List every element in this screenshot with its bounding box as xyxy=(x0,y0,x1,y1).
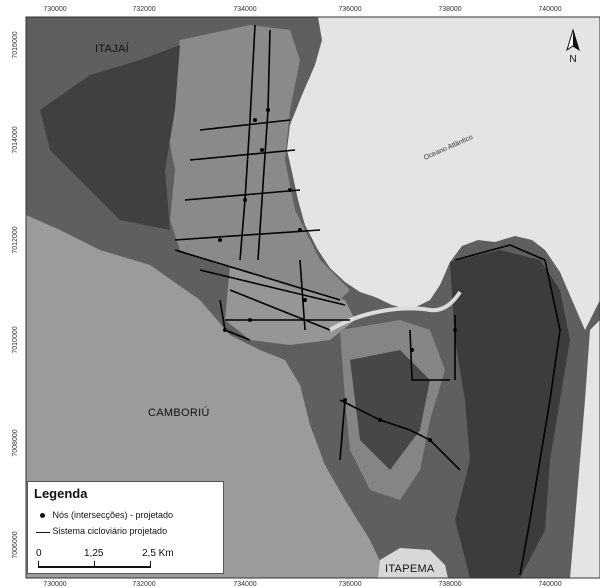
ocean-east xyxy=(570,320,600,578)
urban-central xyxy=(225,265,355,345)
scale-label-2: 2,5 Km xyxy=(142,548,174,559)
x-tick-top-4: 736000 xyxy=(338,6,361,13)
y-tick-4: 7010000 xyxy=(12,326,19,353)
north-label: N xyxy=(569,54,576,65)
x-axis-bottom: 730000 732000 734000 736000 738000 74000… xyxy=(43,581,561,588)
dot-icon xyxy=(36,512,50,520)
y-tick-1: 7016000 xyxy=(12,31,19,58)
label-camboriu: CAMBORIÚ xyxy=(148,406,210,419)
river xyxy=(328,290,462,332)
x-axis-top: 730000 732000 734000 736000 738000 74000… xyxy=(43,6,561,13)
y-tick-3: 7012000 xyxy=(12,226,19,253)
legend-nodes-label: Nós (intersecções) - projetado xyxy=(52,510,174,520)
scale-label-0: 0 xyxy=(36,548,42,559)
x-tick-bottom-1: 730000 xyxy=(43,581,66,588)
forest-east xyxy=(450,250,570,578)
scale-tick-2 xyxy=(150,561,151,568)
forest-west xyxy=(40,45,180,230)
x-tick-bottom-2: 732000 xyxy=(132,581,155,588)
legend: Legenda Nós (intersecções) - projetado S… xyxy=(27,481,224,574)
legend-title: Legenda xyxy=(34,486,88,501)
x-tick-bottom-5: 738000 xyxy=(438,581,461,588)
itapema-land xyxy=(378,548,448,578)
north-arrow-icon: N xyxy=(566,28,580,65)
scale-tick-0 xyxy=(38,561,39,568)
y-axis-left: 7016000 7014000 7012000 7010000 7008000 … xyxy=(12,31,19,558)
legend-network: Sistema cicloviário projetado xyxy=(36,526,167,536)
bike-network xyxy=(174,24,561,576)
y-tick-6: 7006000 xyxy=(12,531,19,558)
line-icon xyxy=(36,528,50,536)
x-tick-top-6: 740000 xyxy=(538,6,561,13)
x-tick-top-5: 738000 xyxy=(438,6,461,13)
x-tick-top-2: 732000 xyxy=(132,6,155,13)
legend-nodes: Nós (intersecções) - projetado xyxy=(36,510,173,520)
x-tick-bottom-4: 736000 xyxy=(338,581,361,588)
label-itapema: ITAPEMA xyxy=(385,563,435,575)
node-dots xyxy=(218,108,457,442)
map-border xyxy=(25,16,600,579)
y-tick-2: 7014000 xyxy=(12,126,19,153)
x-tick-top-1: 730000 xyxy=(43,6,66,13)
x-tick-top-3: 734000 xyxy=(233,6,256,13)
x-tick-bottom-3: 734000 xyxy=(233,581,256,588)
scale-tick-1 xyxy=(94,561,95,568)
ocean-area xyxy=(287,17,600,330)
forest-middle xyxy=(350,350,430,470)
y-tick-5: 7008000 xyxy=(12,429,19,456)
scale-label-1: 1,25 xyxy=(84,548,104,559)
label-itajai: ITAJAÍ xyxy=(95,42,130,55)
legend-network-label: Sistema cicloviário projetado xyxy=(52,526,168,536)
x-tick-bottom-6: 740000 xyxy=(538,581,561,588)
